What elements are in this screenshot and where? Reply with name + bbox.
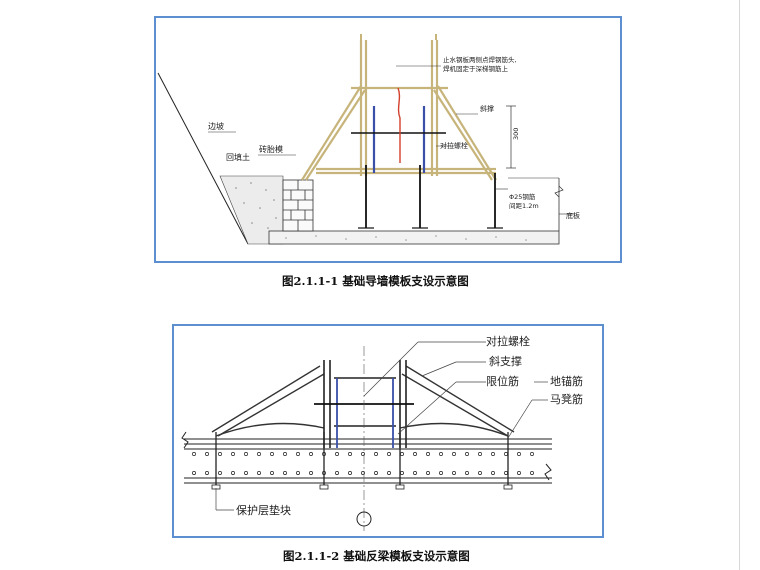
rebar-dot [491,452,495,456]
rebar-dot [426,471,430,475]
fig1-label-brick-mold: 砖胎模 [259,144,283,154]
fig1-label-slope: 边坡 [208,121,224,131]
fig1-label-note-1: 止水钢板两侧点焊钢筋头, [443,55,517,64]
rebar-dot [361,452,365,456]
rebar-dot [244,471,248,475]
figure-2-frame: 对拉螺栓 斜支撑 限位筋 地锚筋 马凳筋 保护层垫块 [172,324,604,538]
rebar-dot [192,471,196,475]
rebar-dot [361,471,365,475]
rebar-dot [374,471,378,475]
fig1-label-base-slab: 底板 [566,211,580,220]
figure-1-caption: 图2.1.1-1 基础导墙模板支设示意图 [282,274,469,288]
rebar-dot [218,452,222,456]
fig1-label-dim: 300 [512,128,520,140]
rebar-dot [270,452,274,456]
rebar-dot [309,452,313,456]
fig1-label-brace: 斜撑 [480,104,494,113]
fig1-label-rebar-2: 间距1.2m [509,202,539,210]
fig1-label-tie-bolt: 对拉螺栓 [440,141,468,150]
rebar-dot [439,471,443,475]
figure-1-frame: 边坡 回填土 砖胎模 止水钢板两侧点焊钢筋头, 焊机固定于深梯钢筋上 斜撑 对拉… [154,16,622,263]
rebar-dot [257,452,261,456]
fig2-label-limit-bar: 限位筋 [486,374,519,388]
rebar-dot [517,452,521,456]
rebar-dot [504,452,508,456]
rebar-dot [283,471,287,475]
figure-2-drawing: 对拉螺栓 斜支撑 限位筋 地锚筋 马凳筋 保护层垫块 [181,334,583,531]
rebar-dot [452,471,456,475]
rebar-dot [413,471,417,475]
rebar-dot [452,452,456,456]
rebar-dot [413,452,417,456]
rebar-dot [400,471,404,475]
rebar-dot [231,452,235,456]
rebar-dot [296,452,300,456]
page-edge-line [739,0,740,570]
rebar-dot [218,471,222,475]
rebar-dot [530,471,534,475]
rebar-dot [374,452,378,456]
fig2-label-anchor-bar: 地锚筋 [550,374,583,388]
rebar-dot [439,452,443,456]
rebar-dot [465,452,469,456]
rebar-dot [309,471,313,475]
rebar-dot [517,471,521,475]
rebar-dot [491,471,495,475]
rebar-dot [296,471,300,475]
rebar-dot [387,452,391,456]
rebar-dot [478,471,482,475]
rebar-dot [387,471,391,475]
rebar-dot [530,452,534,456]
fig1-label-note-2: 焊机固定于深梯钢筋上 [443,64,509,73]
figure-1-drawing: 边坡 回填土 砖胎模 止水钢板两侧点焊钢筋头, 焊机固定于深梯钢筋上 斜撑 对拉… [157,34,580,245]
rebar-dot [465,471,469,475]
rebar-dot [504,471,508,475]
rebar-dot [244,452,248,456]
rebar-dot [257,471,261,475]
rebar-dot [348,471,352,475]
rebar-dot [283,452,287,456]
rebar-dot [335,452,339,456]
rebar-dot [192,452,196,456]
rebar-dot [426,452,430,456]
rebar-dot [335,471,339,475]
fig2-label-diagonal-brace: 斜支撑 [489,354,522,368]
rebar-dot [478,452,482,456]
figure-2-caption: 图2.1.1-2 基础反梁模板支设示意图 [283,549,470,563]
fig1-label-backfill: 回填土 [226,152,250,162]
rebar-dot [205,471,209,475]
rebar-dot [270,471,274,475]
fig2-label-horse-bar: 马凳筋 [550,392,583,406]
fig1-label-rebar-1: Φ25钢筋 [509,192,536,201]
rebar-dot [231,471,235,475]
fig2-label-cover-block: 保护层垫块 [236,503,291,517]
fig2-label-tie-bolt: 对拉螺栓 [486,334,530,348]
rebar-dot [400,452,404,456]
rebar-dot [205,452,209,456]
rebar-dot [348,452,352,456]
